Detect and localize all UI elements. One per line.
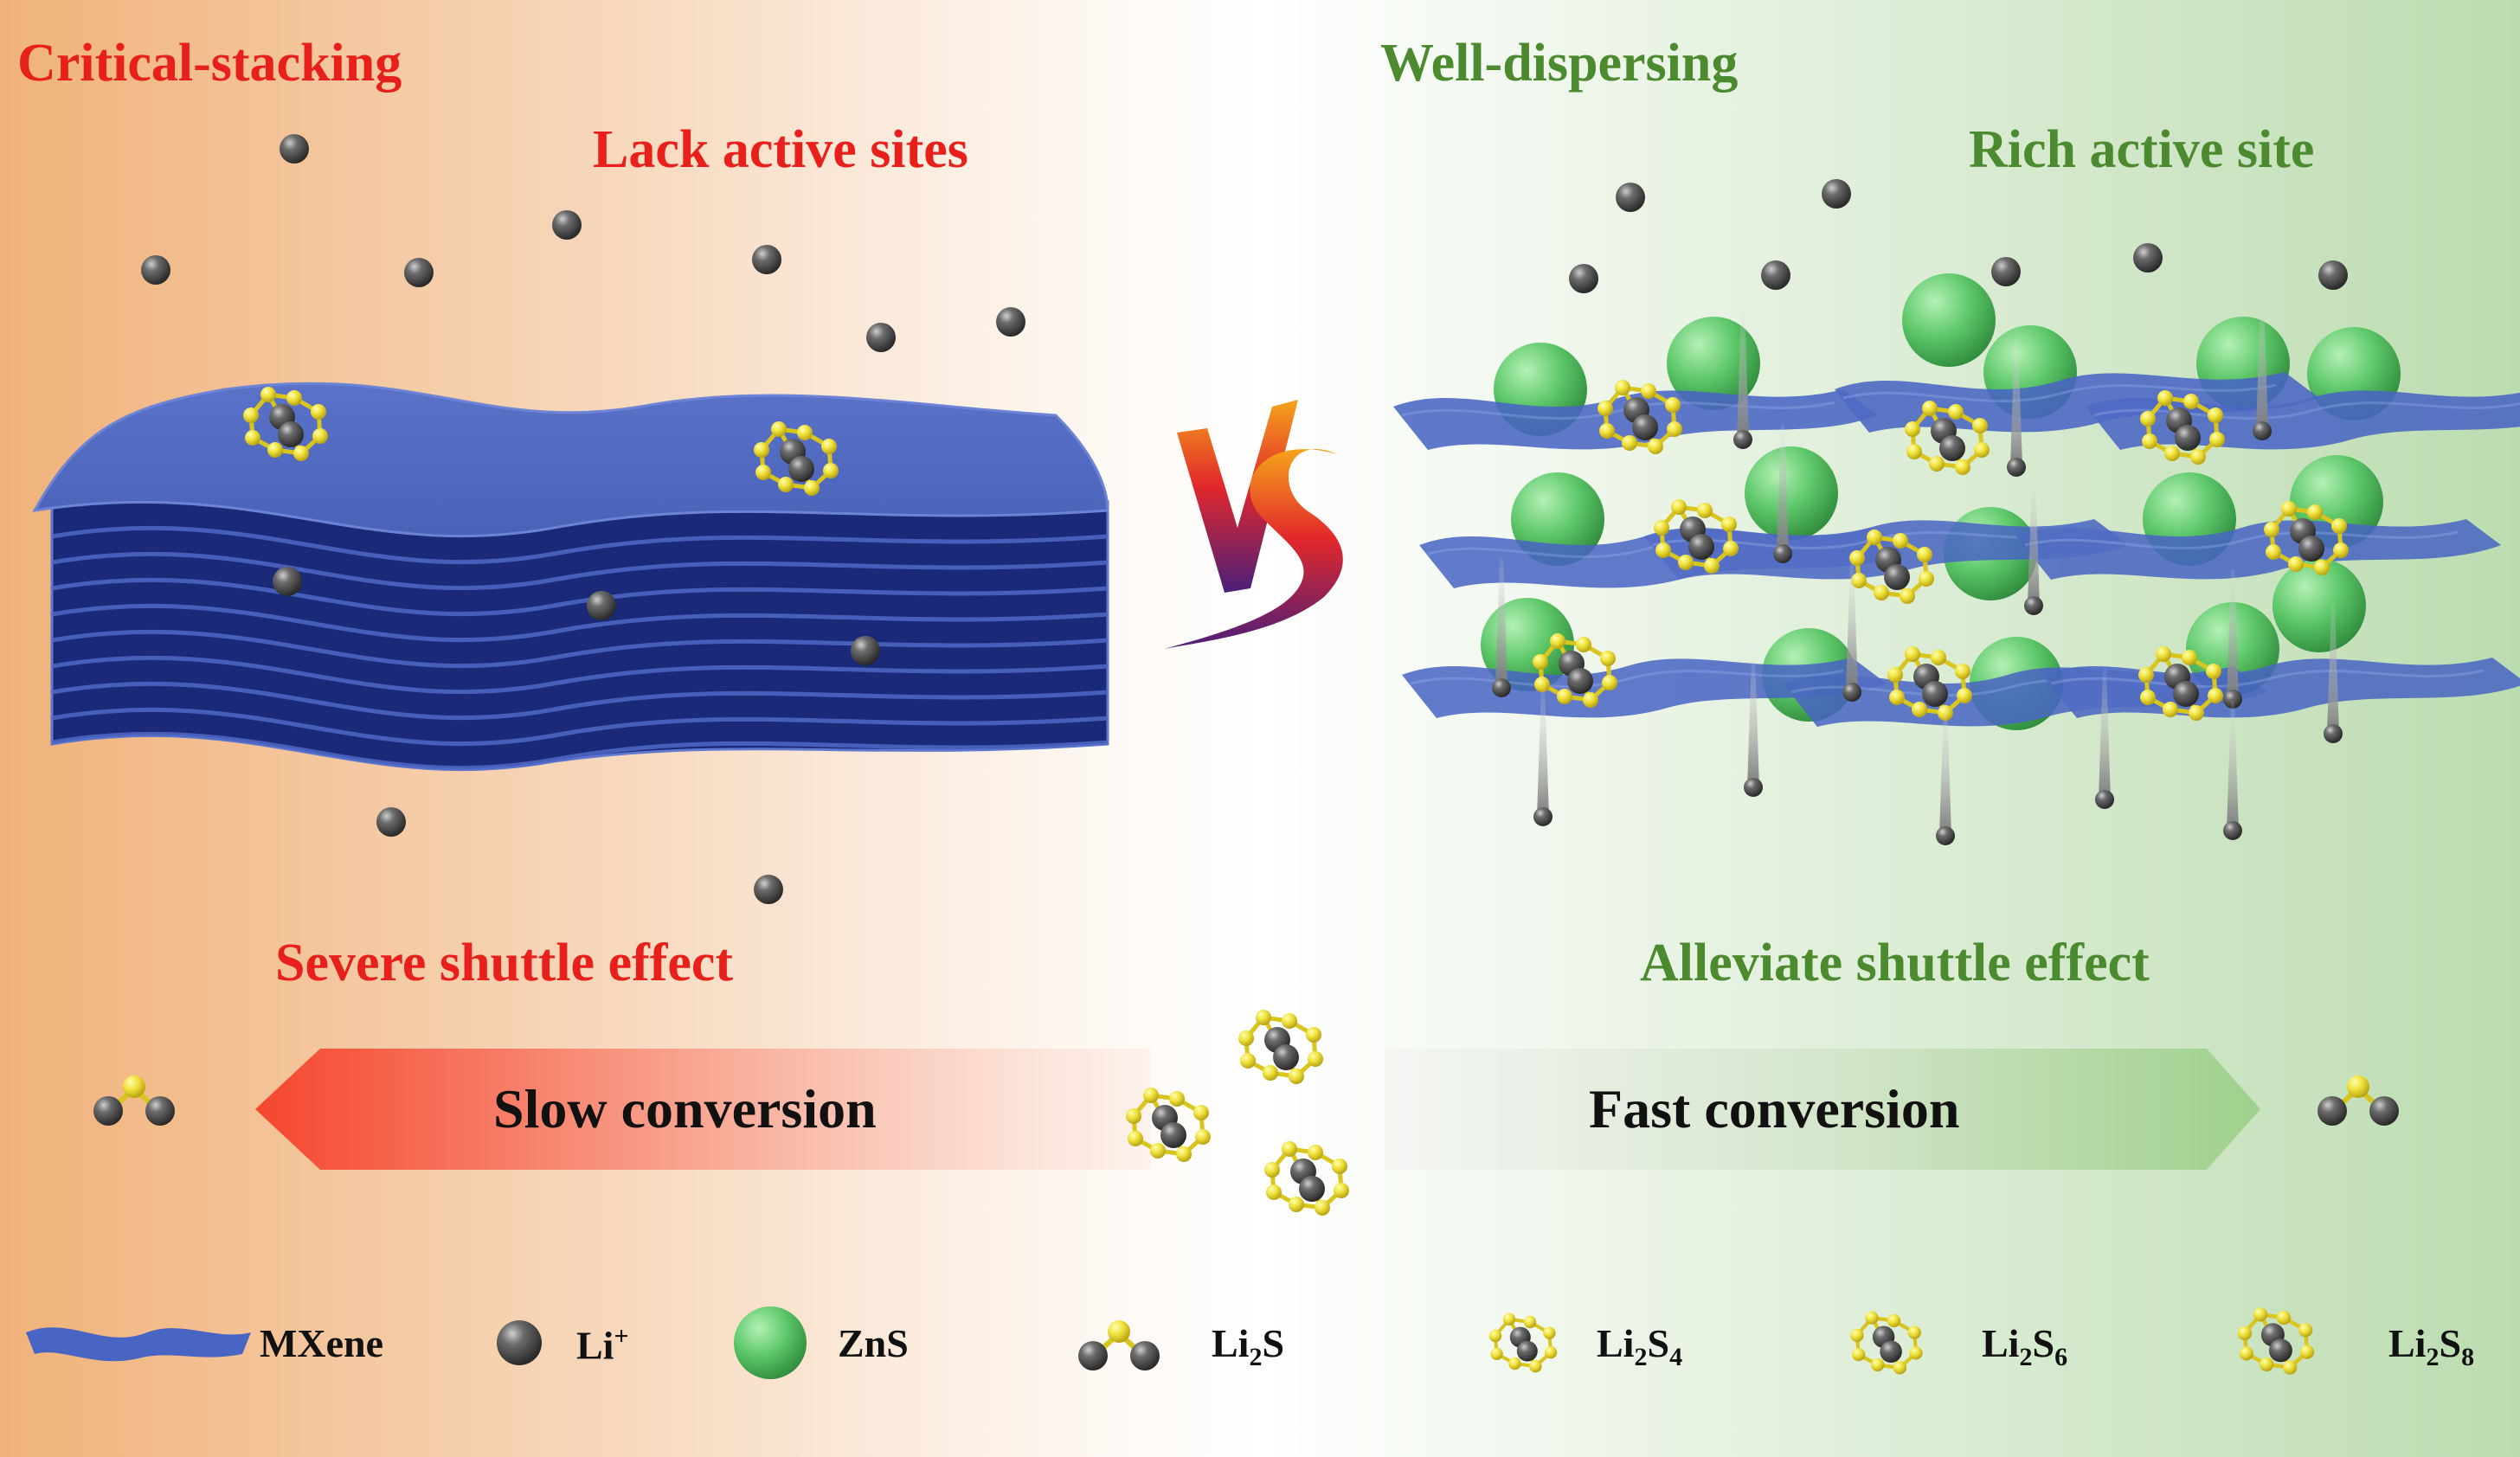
legend-zns-label: ZnS [838,1321,909,1365]
fast-conversion-arrow [1385,1049,2260,1170]
legend-zns-icon [734,1306,807,1379]
legend-li-icon [497,1320,542,1365]
legend-mxene-icon [26,1327,251,1362]
legend-mxene-label: MXene [260,1321,384,1365]
right-effect: Alleviate shuttle effect [1640,934,2150,992]
stacked-mxene [32,382,1109,772]
left-effect: Severe shuttle effect [275,934,734,992]
legend-li2s4-label: Li2S4 [1597,1321,1683,1372]
vs-emblem [1164,400,1343,649]
legend-li2s8-label: Li2S8 [2388,1321,2475,1372]
left-title: Critical-stacking [17,34,402,93]
legend-li2s6-label: Li2S6 [1982,1321,2068,1372]
right-title: Well-dispersing [1380,34,1739,93]
fast-conversion-label: Fast conversion [1589,1078,1960,1139]
slow-conversion-label: Slow conversion [493,1078,877,1139]
right-subtitle: Rich active site [1969,120,2315,179]
left-subtitle: Lack active sites [593,120,968,179]
slow-conversion-arrow [255,1049,1151,1170]
legend-li-label: Li+ [576,1322,629,1368]
legend-li2s-label: Li2S [1212,1321,1285,1372]
